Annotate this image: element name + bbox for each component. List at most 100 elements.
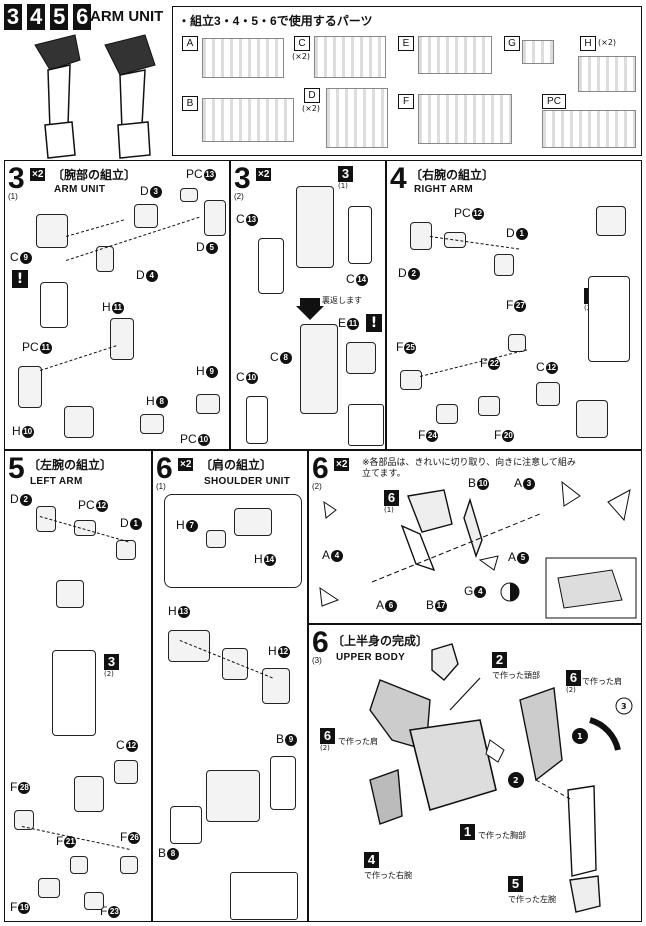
- ref-left-arm-step: 5: [508, 876, 523, 892]
- part-e11: [346, 342, 376, 374]
- runner-h-qty: (×2): [598, 38, 617, 47]
- part-shoulder-joint: [596, 206, 626, 236]
- step3-2-number: 3: [234, 162, 251, 195]
- caution-icon: !: [12, 270, 28, 288]
- step6-1-panel: [152, 450, 308, 922]
- step5-ref: 3: [104, 654, 119, 670]
- part-c9-shoulder: [36, 214, 68, 248]
- step3-2-multiplier: ×2: [256, 168, 272, 181]
- upper-body-illustration: [369, 643, 633, 913]
- part-c10: [246, 396, 268, 444]
- runner-label-pc: PC: [542, 94, 566, 109]
- made-shoulder-label-right: で作った肩: [582, 677, 622, 686]
- part-c13: [258, 238, 284, 294]
- step6-2-number: 6: [312, 452, 329, 485]
- step4-number: 4: [390, 162, 407, 195]
- part-f28: [14, 810, 34, 830]
- parts-heading: ・組立3・4・5・6で使用するパーツ: [178, 14, 373, 28]
- runner-d-qty: (×2): [302, 104, 321, 113]
- caution-icon: !: [366, 314, 382, 332]
- part-h11: [110, 318, 134, 360]
- part-f23: [84, 892, 104, 910]
- made-right-arm-label: で作った右腕: [364, 871, 412, 880]
- runner-pc: [542, 110, 636, 148]
- step6-2-multiplier: ×2: [334, 458, 350, 471]
- step6-1-number: 6: [156, 452, 173, 485]
- part-c12: [114, 760, 138, 784]
- step6-3-panel: [308, 624, 642, 922]
- part-arm-assembled: [300, 324, 338, 414]
- header-step-numbers: 3 4 5 6: [4, 4, 92, 30]
- step3-2-ref-sub: (1): [338, 182, 348, 190]
- runner-label-d: D: [304, 88, 320, 103]
- step6-2-ref-sub: (1): [384, 506, 394, 514]
- header-title: ARM UNIT: [90, 8, 164, 25]
- ref-shoulder-sub-right: (2): [566, 686, 576, 694]
- part-d2: [410, 222, 432, 250]
- runner-h: [578, 56, 636, 92]
- part-d5: [204, 200, 226, 236]
- runner-f: [418, 94, 512, 144]
- part-pc12: [74, 520, 96, 536]
- runner-label-c: C: [294, 36, 310, 51]
- step3-2-ref: 3: [338, 166, 353, 182]
- runner-label-f: F: [398, 94, 414, 109]
- runner-c: [314, 36, 386, 78]
- part-d1: [494, 254, 514, 276]
- step3-2-panel: [230, 160, 386, 450]
- step5-panel: [4, 450, 152, 922]
- step5-ref-sub: (2): [104, 670, 114, 678]
- part-shoulder-joint: [56, 580, 84, 608]
- part-f26: [120, 856, 138, 874]
- runner-g: [522, 40, 554, 64]
- part-h7: [206, 530, 226, 548]
- step6-3-en-title: UPPER BODY: [336, 652, 406, 663]
- part-hand: [576, 400, 608, 438]
- runner-label-e: E: [398, 36, 414, 51]
- header-step-4: 4: [27, 4, 46, 30]
- part-f24: [436, 404, 458, 424]
- runner-e: [418, 36, 492, 74]
- step5-en-title: LEFT ARM: [30, 476, 83, 487]
- runner-a: [202, 38, 284, 78]
- step4-panel: [386, 160, 642, 450]
- assembly-note: ※各部品は、きれいに切り取り、向きに注意して組み立てます。: [362, 458, 576, 479]
- part-d3: [134, 204, 158, 228]
- step6-2-substep: (2): [312, 482, 322, 491]
- ref-shoulder-step-left: 6: [320, 728, 335, 744]
- runner-b: [202, 98, 294, 142]
- part-b8: [170, 806, 202, 844]
- part-f25: [400, 370, 422, 390]
- part-f21: [70, 856, 88, 874]
- seq-1: 1: [577, 732, 583, 741]
